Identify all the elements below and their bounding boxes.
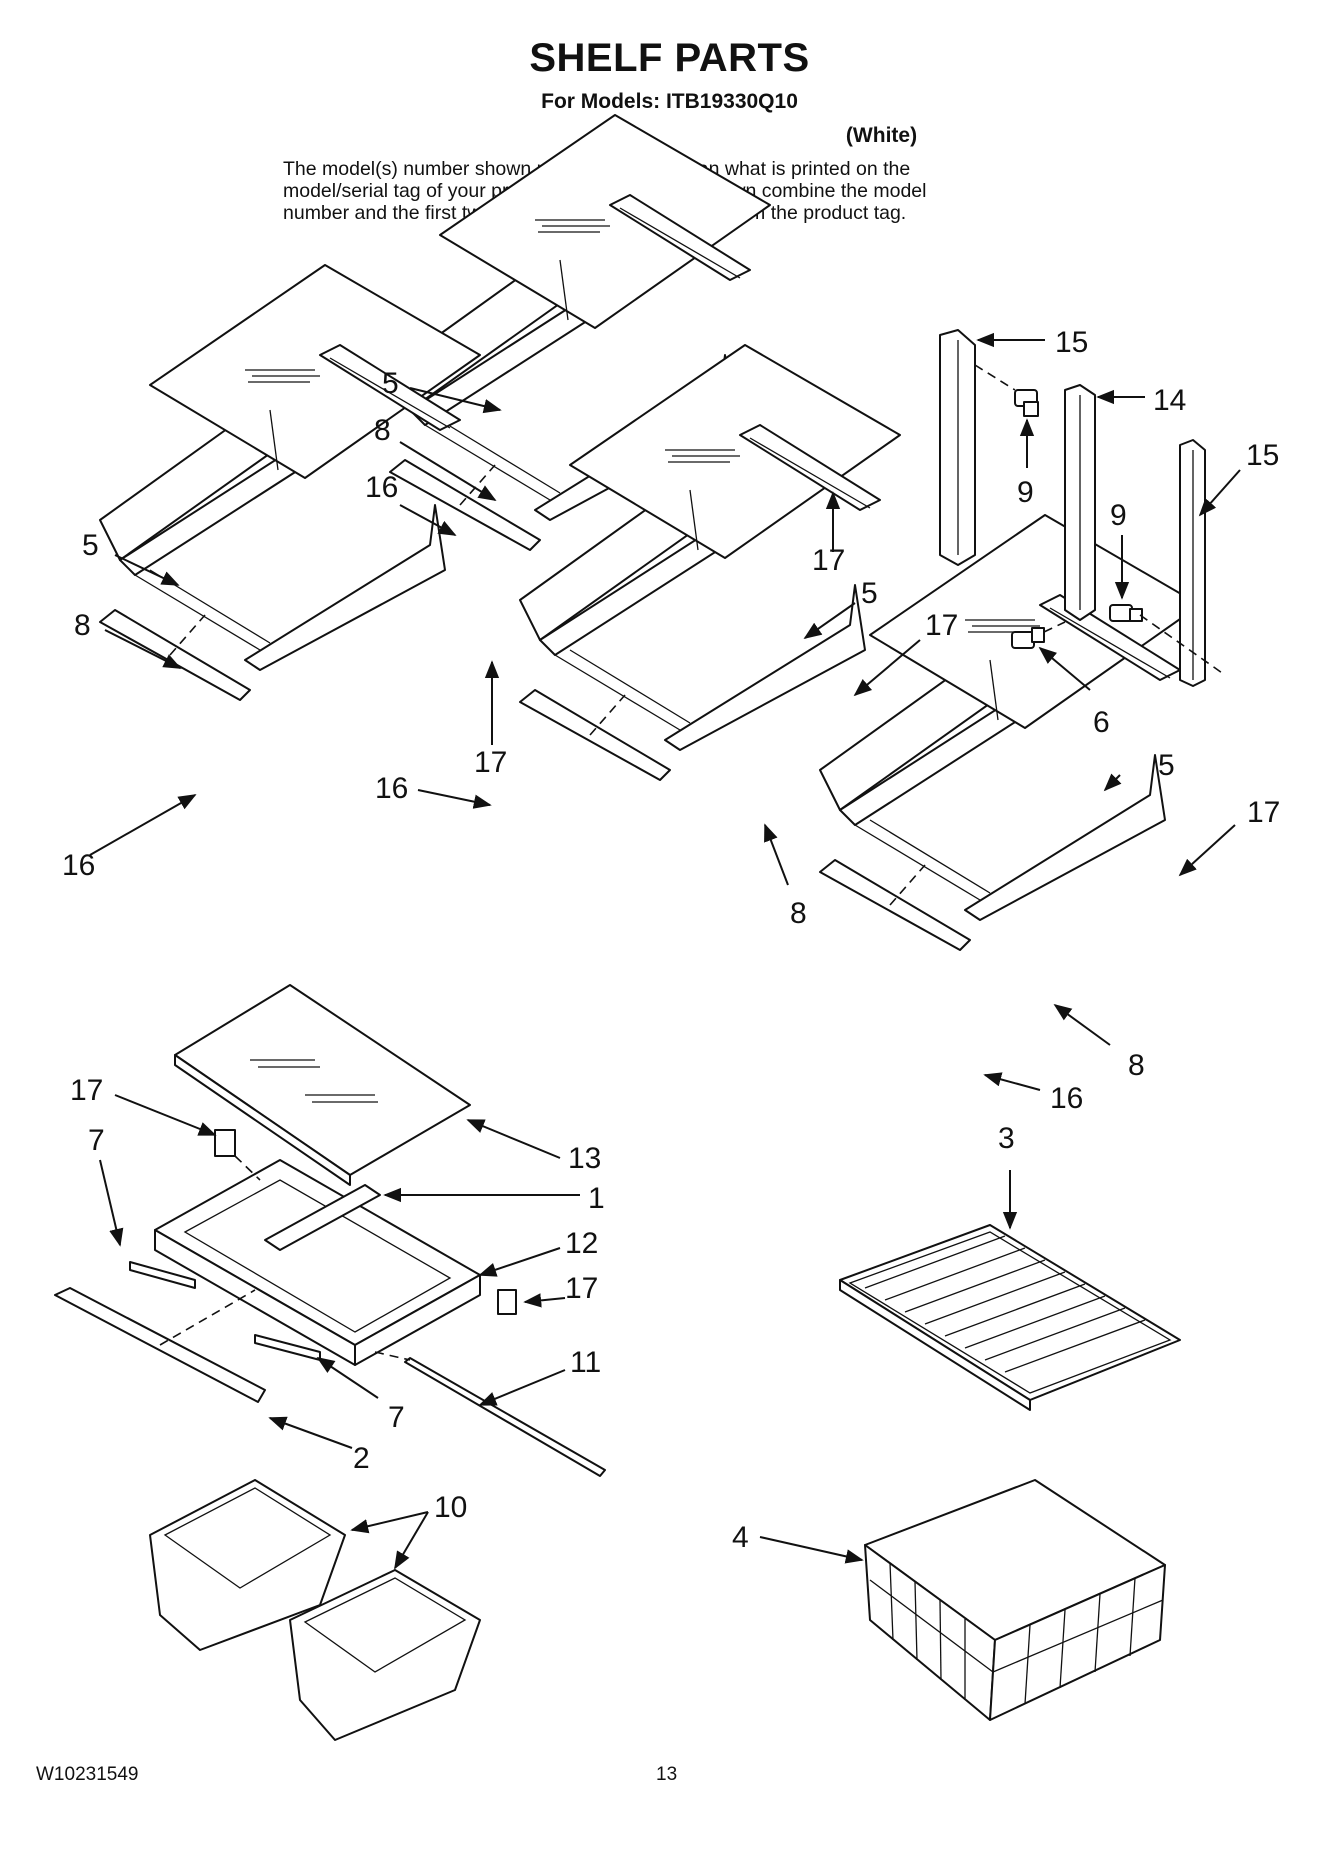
callout-7: 7 [388,1401,405,1434]
callout-17: 17 [565,1272,598,1305]
crisper-cover-assembly [54,984,606,1477]
callout-8: 8 [790,897,807,930]
callout-16: 16 [375,772,408,805]
shelf-rails-group [939,329,1226,687]
document-number: W10231549 [36,1764,139,1785]
crisper-drawers [149,1479,481,1741]
screw-lower-right [1109,604,1143,622]
slide-left [129,1261,196,1289]
callout-4: 4 [732,1521,749,1554]
page-title: SHELF PARTS [529,36,810,80]
cover-clip [497,1289,517,1315]
callout-16: 16 [62,849,95,882]
callout-2: 2 [353,1442,370,1475]
callout-7: 7 [88,1124,105,1157]
models-line: For Models: ITB19330Q10 [541,90,798,113]
callout-1: 1 [588,1182,605,1215]
callout-8: 8 [1128,1049,1145,1082]
callout-16: 16 [1050,1082,1083,1115]
cover-clip [214,1129,236,1157]
model-color: (White) [845,124,918,147]
callout-11: 11 [570,1346,601,1379]
wire-shelf [839,1224,1181,1411]
callout-17: 17 [812,544,845,577]
callout-8: 8 [374,414,391,447]
screw-upper [1014,389,1039,417]
callout-12: 12 [565,1227,598,1260]
callout-8: 8 [74,609,91,642]
callout-17: 17 [925,609,958,642]
leader-arrows [89,332,1241,1570]
wire-basket [864,1479,1166,1721]
callout-15: 15 [1055,326,1088,359]
callout-16: 16 [365,471,398,504]
callout-9: 9 [1017,476,1034,509]
callout-17: 17 [70,1074,103,1107]
callout-14: 14 [1153,384,1186,417]
callout-17: 17 [1247,796,1280,829]
callout-10: 10 [434,1491,467,1524]
callout-3: 3 [998,1122,1015,1155]
callout-15: 15 [1246,439,1279,472]
callout-5: 5 [861,577,878,610]
screw-lower-left [1011,627,1045,649]
crisper-drawer-right [289,1569,481,1741]
callout-5: 5 [382,367,399,400]
page-number: 13 [656,1764,678,1785]
callout-9: 9 [1110,499,1127,532]
callout-13: 13 [568,1142,601,1175]
callout-17: 17 [474,746,507,779]
center-channel [264,1184,381,1251]
callout-5: 5 [1158,749,1175,782]
callout-labels: 15 14 15 9 9 6 5 8 16 17 5 8 17 16 5 17 … [62,326,1280,1554]
callout-6: 6 [1093,706,1110,739]
callout-5: 5 [82,529,99,562]
